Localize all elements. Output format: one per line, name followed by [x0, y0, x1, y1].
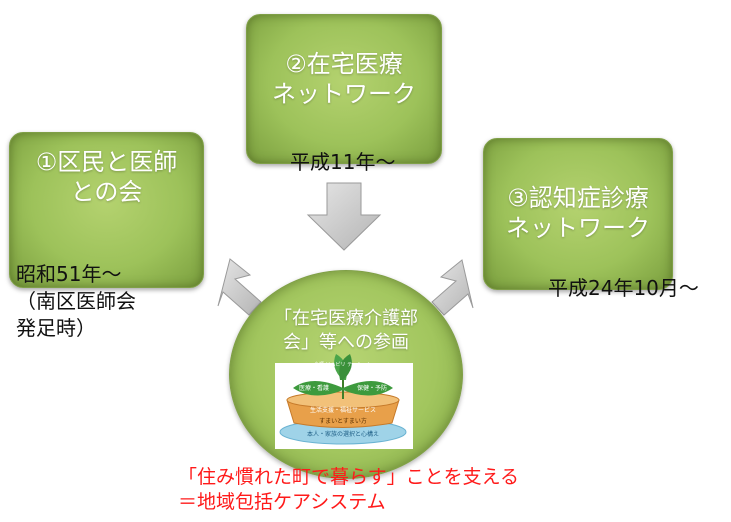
caption-line-2: ＝地域包括ケアシステム: [178, 491, 386, 513]
box-dementia-network: ③認知症診療 ネットワーク: [483, 138, 673, 290]
bowl-band-label: 生活支援・福祉サービス: [310, 406, 376, 414]
center-circle-label: 「在宅医療介護部 会」等への参画: [274, 308, 418, 353]
leaf-top-label: 介護 リハビリ テーション: [314, 361, 372, 368]
leaf-left-label: 医療・看護: [299, 384, 329, 392]
box-residents-doctors-label: ①区民と医師 との会: [35, 148, 178, 206]
plate-label: 本人・家族の選択と心構え: [307, 430, 379, 438]
arrow-from-right: [431, 259, 474, 316]
box-dementia-network-label: ③認知症診療 ネットワーク: [506, 184, 650, 242]
box-residents-doctors: ①区民と医師 との会: [9, 132, 204, 288]
date-residents-doctors: 昭和51年～ （南区医師会 発足時）: [16, 262, 136, 340]
bowl-base-label: すまいとすまい方: [319, 417, 367, 425]
caption-line-1: 「住み慣れた町で暮らす」ことを支える: [178, 466, 520, 488]
date-home-care-network: 平成11年～: [290, 150, 396, 174]
box-home-care-network-label: ②在宅医療 ネットワーク: [272, 50, 416, 108]
leaf-right-label: 保健・予防: [357, 384, 387, 392]
date-dementia-network: 平成24年10月～: [548, 276, 699, 300]
box-home-care-network: ②在宅医療 ネットワーク: [246, 14, 442, 164]
arrow-down: [306, 182, 382, 251]
